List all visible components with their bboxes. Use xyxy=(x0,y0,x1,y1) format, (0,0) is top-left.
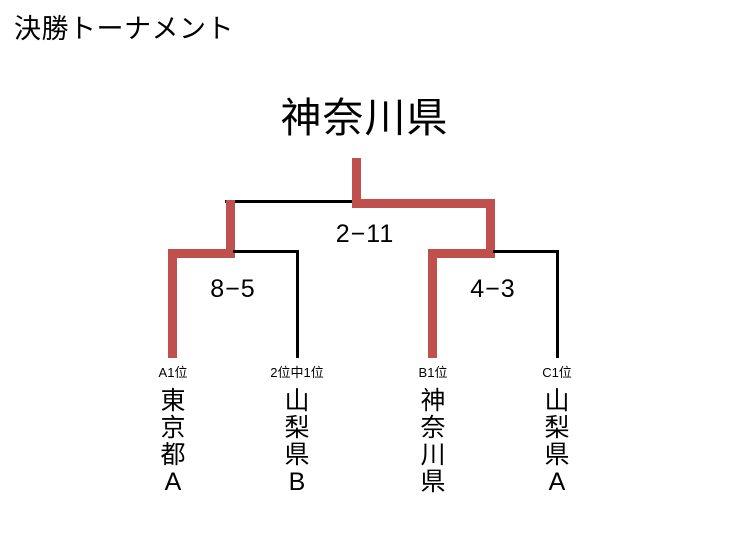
final-score: 2−11 xyxy=(335,220,395,248)
semifinal-left-crossbar-black-line xyxy=(233,250,299,253)
team-name-4: 山 梨 県 A xyxy=(497,388,617,496)
team-name-char: 梨 xyxy=(544,414,570,442)
seed-label-team-2: 2位中1位 xyxy=(270,365,324,380)
team-name-2: 山 梨 県 B xyxy=(237,388,357,496)
team-name-char: 山 xyxy=(284,387,310,415)
semifinal-left-crossbar-red-line xyxy=(168,249,235,258)
team-name-char: 神 xyxy=(420,387,446,415)
final-left-leg-line xyxy=(226,200,235,253)
team-name-char: A xyxy=(164,468,182,496)
semifinal-left-winner-leg-line xyxy=(168,250,177,358)
team-name-char: 県 xyxy=(284,441,310,469)
team-name-char: B xyxy=(288,468,306,496)
team-name-1: 東 京 都 A xyxy=(113,388,233,496)
seed-label-team-1: A1位 xyxy=(158,365,188,380)
team-name-char: 京 xyxy=(160,414,186,442)
team-name-char: 梨 xyxy=(284,414,310,442)
semifinal-left-loser-leg-line xyxy=(296,250,299,358)
semifinal-left-score: 8−5 xyxy=(210,275,256,303)
team-name-char: 山 xyxy=(544,387,570,415)
team-name-char: A xyxy=(548,468,566,496)
page-title: 決勝トーナメント xyxy=(14,14,234,44)
semifinal-right-loser-leg-line xyxy=(556,250,559,358)
team-name-char: 都 xyxy=(160,441,186,469)
team-name-char: 川 xyxy=(420,441,446,469)
seed-label-team-3: B1位 xyxy=(418,365,448,380)
team-name-char: 県 xyxy=(420,468,446,496)
final-right-leg-line xyxy=(486,200,495,253)
seed-label-team-4: C1位 xyxy=(542,365,572,380)
final-crossbar-right-line xyxy=(352,199,495,208)
champion-stem-line xyxy=(352,158,361,204)
semifinal-right-winner-leg-line xyxy=(428,250,437,358)
semifinal-right-score: 4−3 xyxy=(470,275,516,303)
team-name-char: 県 xyxy=(544,441,570,469)
team-name-3: 神 奈 川 県 xyxy=(373,388,493,496)
champion-label: 神奈川県 xyxy=(280,95,449,141)
semifinal-right-crossbar-red-line xyxy=(428,249,495,258)
team-name-char: 東 xyxy=(160,387,186,415)
final-crossbar-left-line xyxy=(225,200,356,203)
semifinal-right-crossbar-black-line xyxy=(493,250,559,253)
team-name-char: 奈 xyxy=(420,414,446,442)
